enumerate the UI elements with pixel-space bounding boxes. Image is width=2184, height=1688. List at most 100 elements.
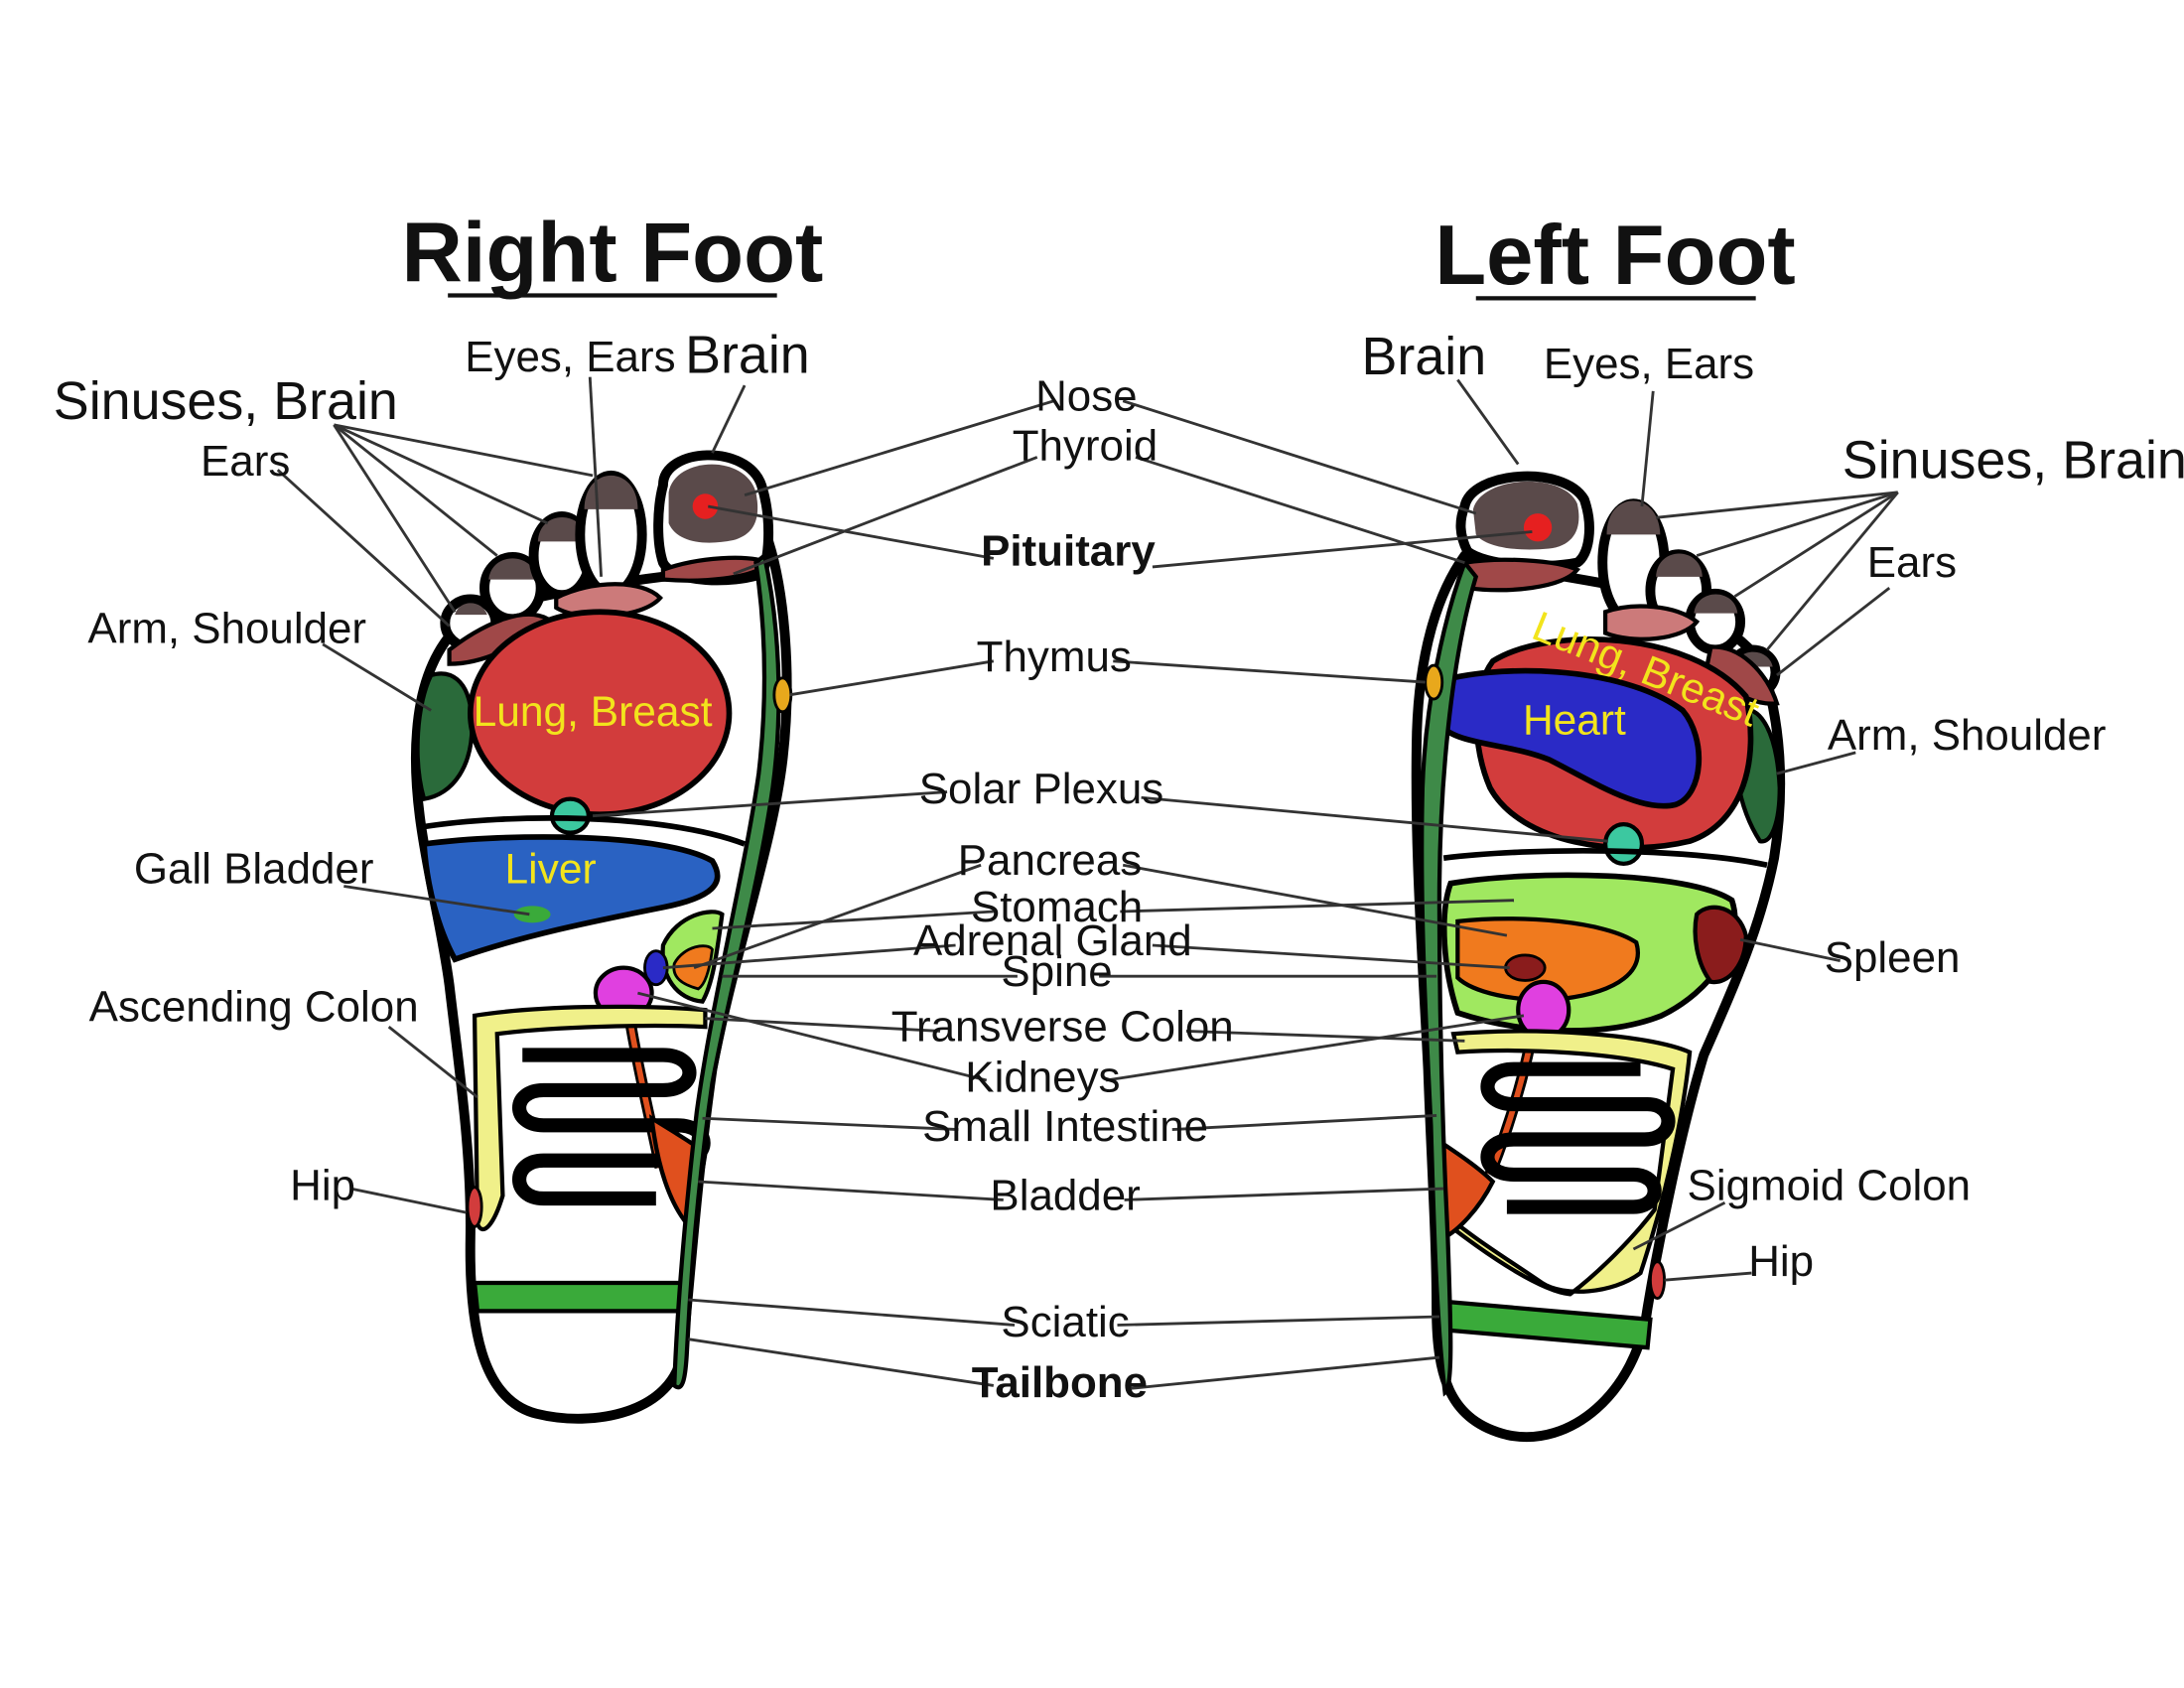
leader-line <box>698 1180 1004 1201</box>
leader-line <box>1135 456 1465 565</box>
left-label-spleen: Spleen <box>1825 933 1961 982</box>
leader-line <box>592 790 948 818</box>
left-big-toe-brain <box>1472 481 1579 550</box>
right-foot-title: Right Foot <box>401 206 823 300</box>
right-little-toe-tip <box>455 603 487 616</box>
left-thyroid-band <box>1462 557 1581 593</box>
right-hip-zone <box>466 1186 483 1228</box>
leader-line <box>1105 1014 1525 1082</box>
label-pituitary: Pituitary <box>981 527 1156 576</box>
right-label-ascending-colon: Ascending Colon <box>89 983 419 1032</box>
leader-line <box>276 469 451 628</box>
label-pancreas: Pancreas <box>958 836 1143 885</box>
label-thymus: Thymus <box>977 633 1132 681</box>
label-nose: Nose <box>1035 372 1138 421</box>
leader-line <box>333 424 457 614</box>
left-label-hip: Hip <box>1748 1237 1814 1286</box>
right-label-gall-bladder: Gall Bladder <box>134 845 374 894</box>
leader-line <box>1456 378 1520 466</box>
label-bladder: Bladder <box>990 1171 1140 1219</box>
leader-line <box>693 863 982 970</box>
leader-line <box>588 376 603 577</box>
leader-line <box>1632 1200 1726 1251</box>
leader-line <box>1141 795 1609 843</box>
left-heart-label: Heart <box>1523 698 1626 745</box>
leader-line <box>1776 587 1891 677</box>
left-solar-plexus-zone <box>1602 822 1645 866</box>
leader-line <box>1117 1315 1439 1327</box>
left-spleen-zone <box>1693 905 1748 985</box>
label-adrenal-gland: Adrenal Gland <box>913 916 1192 965</box>
right-pancreas-zone <box>672 944 714 991</box>
leader-line <box>333 423 498 557</box>
left-pituitary-dot <box>1523 513 1553 542</box>
label-tailbone: Tailbone <box>972 1358 1148 1407</box>
right-label-eyes-ears: Eyes, Ears <box>465 333 675 381</box>
leader-line <box>688 1337 995 1387</box>
leader-line <box>1765 491 1899 651</box>
leader-lines <box>276 376 1899 1390</box>
left-label-sinuses-brain: Sinuses, Brain <box>1843 431 2184 491</box>
left-label-arm-shoulder: Arm, Shoulder <box>1828 711 2107 760</box>
left-label-ears: Ears <box>1867 538 1957 587</box>
left-foot-title: Left Foot <box>1434 209 1796 303</box>
right-label-brain: Brain <box>685 325 810 384</box>
left-spine-zone <box>1420 558 1479 1397</box>
left-adrenal-gland-zone <box>1504 953 1547 982</box>
right-liver-label: Liver <box>505 847 597 894</box>
right-shoulder-zone <box>415 671 475 802</box>
left-hip-zone <box>1649 1260 1666 1300</box>
leader-line <box>334 423 594 478</box>
left-label-eyes-ears: Eyes, Ears <box>1544 340 1754 388</box>
leader-line <box>1152 530 1533 569</box>
label-kidneys: Kidneys <box>965 1053 1120 1101</box>
leader-line <box>387 1026 478 1099</box>
leader-line <box>1664 1271 1752 1282</box>
leader-line <box>1739 937 1841 962</box>
right-spine-zone <box>672 551 781 1390</box>
left-label-sigmoid-colon: Sigmoid Colon <box>1688 1161 1972 1209</box>
right-label-hip: Hip <box>290 1161 355 1209</box>
leader-line <box>688 1298 1016 1327</box>
right-lung-label: Lung, Breast <box>474 689 713 736</box>
leader-line <box>1696 491 1899 557</box>
leader-line <box>1655 491 1898 519</box>
leader-line <box>707 504 995 560</box>
right-fourth-toe-tip <box>488 558 537 580</box>
leader-line <box>637 991 988 1082</box>
left-diaphragm-line <box>1442 848 1768 869</box>
leader-line <box>789 659 995 697</box>
leader-line <box>1733 491 1899 598</box>
right-colon-zone <box>472 1004 708 1232</box>
leader-line <box>1152 943 1510 970</box>
leader-line <box>712 910 994 930</box>
right-label-arm-shoulder: Arm, Shoulder <box>87 604 366 652</box>
leader-line <box>1124 1187 1444 1201</box>
left-third-toe-tip <box>1656 553 1703 577</box>
right-foot-labels: Eyes, Ears Brain Sinuses, Brain Ears Arm… <box>54 325 810 1209</box>
leader-line <box>662 943 956 970</box>
leader-line <box>1185 1030 1465 1043</box>
leader-line <box>711 384 747 454</box>
label-small-intestine: Small Intestine <box>922 1102 1208 1151</box>
label-spine: Spine <box>1001 947 1112 996</box>
right-foot: Lung, Breast Liver <box>410 450 793 1424</box>
right-thyroid-band <box>660 555 772 583</box>
right-label-ears: Ears <box>201 437 290 486</box>
right-small-intestine <box>512 1048 711 1206</box>
leader-line <box>1776 751 1856 775</box>
leader-line <box>1122 399 1477 515</box>
left-label-brain: Brain <box>1361 327 1486 386</box>
leader-line <box>1113 659 1426 684</box>
leader-line <box>343 885 530 916</box>
left-foot-labels: Brain Eyes, Ears Sinuses, Brain Ears Arm… <box>1361 327 2184 1286</box>
leader-line <box>1171 1114 1437 1131</box>
right-gall-bladder-zone <box>513 906 551 923</box>
label-solar-plexus: Solar Plexus <box>919 765 1163 813</box>
leader-line <box>1122 863 1508 937</box>
center-labels: Nose Thyroid Pituitary Thymus Solar Plex… <box>891 372 1234 1407</box>
leader-line <box>733 456 1038 576</box>
right-sciatic-band <box>472 1280 691 1314</box>
right-label-sinuses-brain: Sinuses, Brain <box>54 371 398 431</box>
